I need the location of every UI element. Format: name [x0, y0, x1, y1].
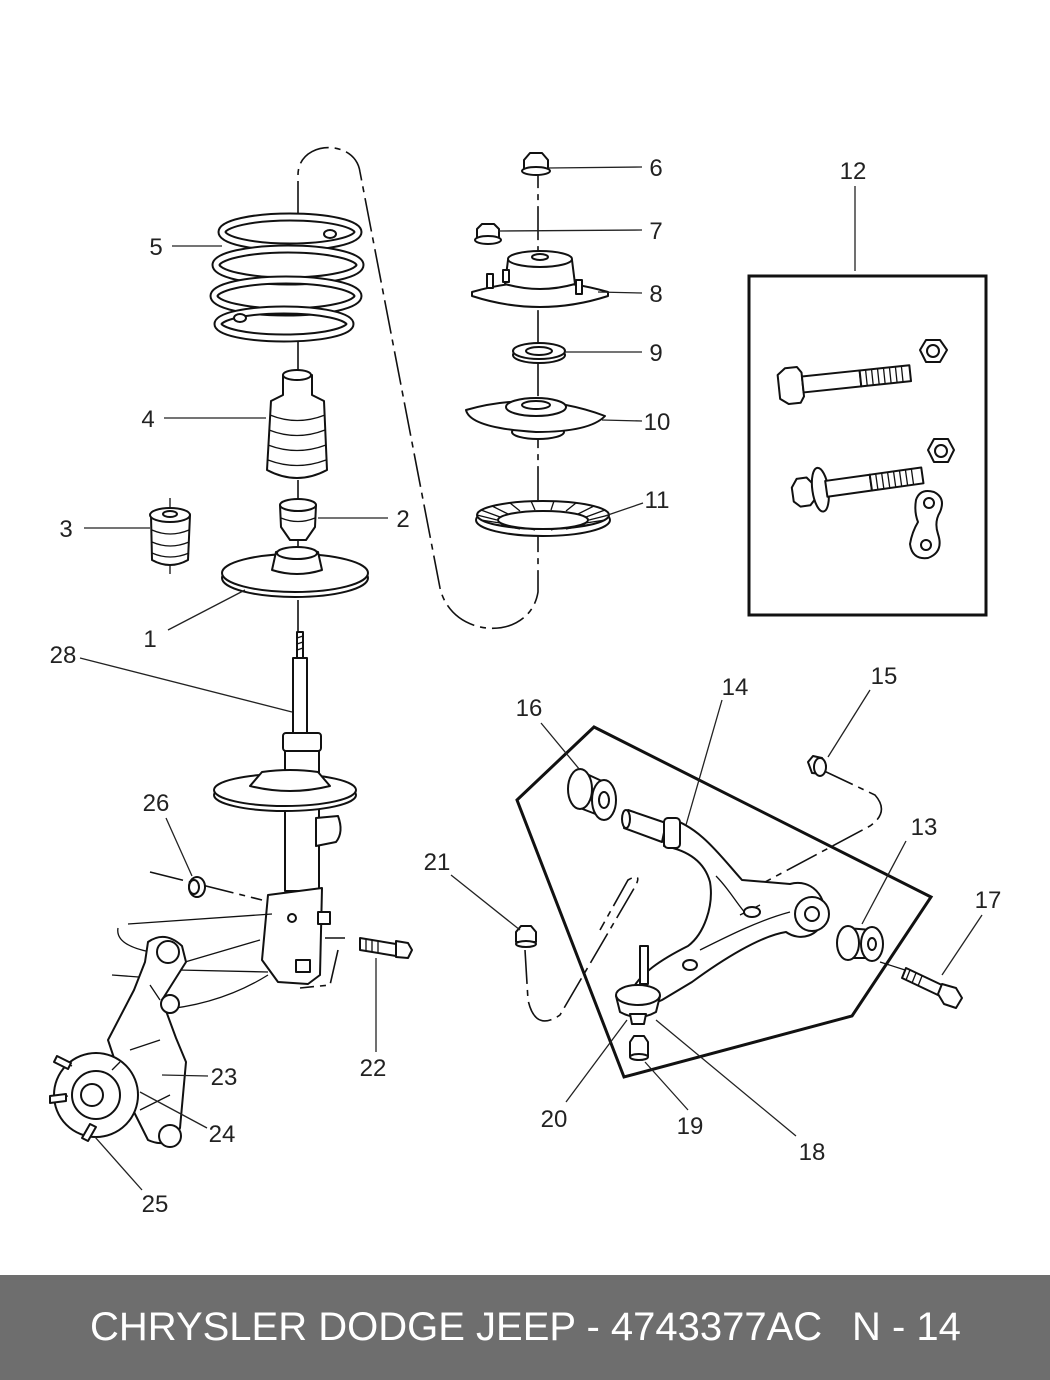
- bump-stop: [149, 498, 191, 574]
- nut-15: [807, 755, 827, 777]
- callout-10: 10: [644, 409, 671, 436]
- callout-26: 26: [143, 790, 170, 817]
- cam-washer: [909, 490, 943, 560]
- knuckle-assembly-lines: [111, 913, 273, 1011]
- footer-bar: CHRYSLER DODGE JEEP - 4743377AC N - 14: [0, 1275, 1050, 1380]
- callout-16: 16: [516, 695, 543, 722]
- callout-1: 1: [143, 626, 156, 653]
- callout-9: 9: [649, 340, 662, 367]
- hex-nut-b: [927, 438, 955, 463]
- callout-4: 4: [141, 406, 154, 433]
- hub-bearing: [49, 1052, 139, 1142]
- spring-isolator: [475, 500, 611, 537]
- callout-28: 28: [50, 642, 77, 669]
- callout-8: 8: [649, 281, 662, 308]
- strut-bearing: [512, 342, 566, 364]
- hardware-kit-box: [747, 274, 988, 617]
- nut-21: [515, 925, 537, 948]
- callout-12: 12: [840, 158, 867, 185]
- bolt-17-assembly-line: [879, 961, 906, 971]
- strut-bushing: [279, 498, 317, 541]
- callout-20: 20: [541, 1106, 568, 1133]
- flange-nut-7: [474, 223, 502, 245]
- lower-control-arm: [621, 809, 830, 1004]
- nut-assembly-line: [149, 871, 263, 901]
- callout-19: 19: [677, 1113, 704, 1140]
- callout-13: 13: [911, 814, 938, 841]
- strut-bolt: [359, 937, 413, 959]
- callout-17: 17: [975, 887, 1002, 914]
- upper-spring-seat: [465, 397, 606, 440]
- control-arm-bushing-16: [567, 768, 617, 821]
- lower-spring-seat: [221, 546, 369, 598]
- coil-spring: [209, 212, 365, 343]
- assembly-centerline: [297, 146, 539, 630]
- callout-24: 24: [209, 1121, 236, 1148]
- callout-14: 14: [722, 674, 749, 701]
- bolt-assembly-line: [299, 937, 345, 989]
- control-arm-bushing-13: [836, 925, 884, 962]
- callout-2: 2: [396, 506, 409, 533]
- callout-23: 23: [211, 1064, 238, 1091]
- callout-18: 18: [799, 1139, 826, 1166]
- flange-bolt: [776, 364, 913, 406]
- suspension-exploded-diagram: 1 2 3 4 5 6 7 8 9 10 11 12 13 14 15 16 1…: [49, 146, 1002, 1218]
- jounce-bumper: [266, 369, 328, 479]
- callout-6: 6: [649, 155, 662, 182]
- cam-bolt: [790, 466, 925, 513]
- callout-21: 21: [424, 849, 451, 876]
- footer-page-ref: N - 14: [852, 1305, 961, 1349]
- nut-15-assembly-line: [749, 769, 883, 891]
- ball-joint: [615, 945, 661, 1025]
- hex-nut-a: [919, 339, 948, 363]
- nut-19: [629, 1035, 649, 1061]
- callout-25: 25: [142, 1191, 169, 1218]
- callout-5: 5: [149, 234, 162, 261]
- footer-part-number: CHRYSLER DODGE JEEP - 4743377AC: [90, 1305, 823, 1349]
- callout-11: 11: [645, 487, 670, 514]
- callout-7: 7: [649, 218, 662, 245]
- control-arm-bolt-17: [901, 967, 963, 1009]
- callout-3: 3: [59, 516, 72, 543]
- nut-26: [188, 876, 206, 898]
- leader-lines: [79, 166, 983, 1191]
- strut-assembly: [213, 631, 357, 985]
- control-arm-assembly-outline: [515, 725, 934, 1079]
- nut-21-assembly-line: [524, 876, 639, 1022]
- flange-nut-6: [521, 152, 551, 176]
- callout-15: 15: [871, 663, 898, 690]
- callout-22: 22: [360, 1055, 387, 1082]
- upper-strut-mount: [471, 250, 609, 308]
